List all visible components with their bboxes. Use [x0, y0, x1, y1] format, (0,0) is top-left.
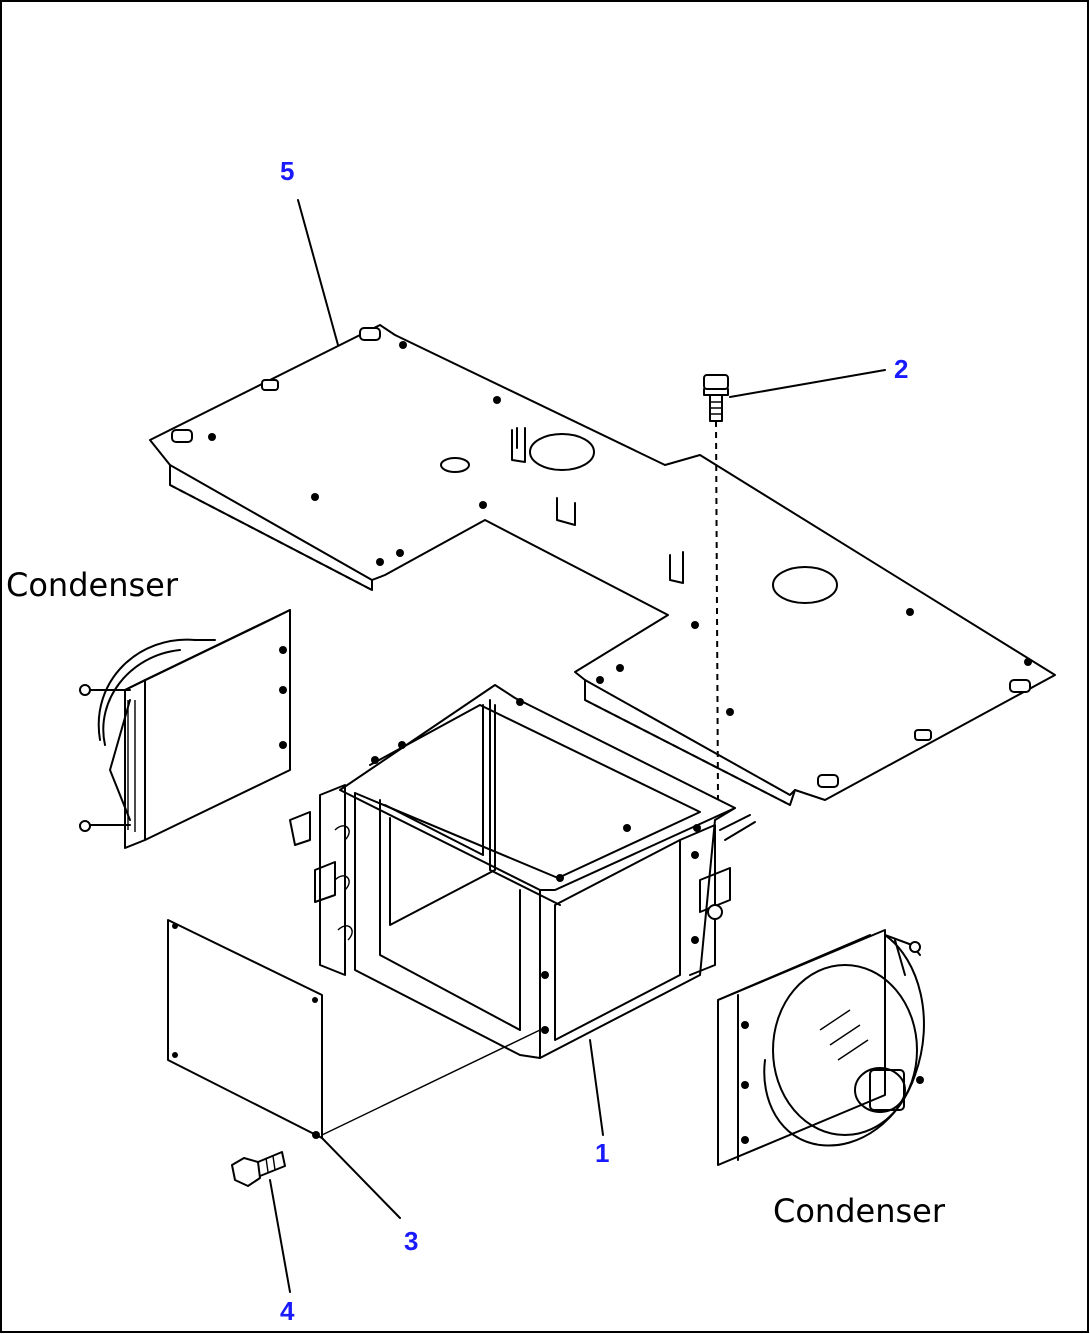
callout-2: 2: [894, 354, 908, 384]
callout-5: 5: [280, 156, 294, 186]
frame-box-part-1: [289, 684, 756, 1059]
floor-plate: [149, 324, 1056, 806]
bolt-part-4: [231, 1151, 286, 1187]
bolt-part-2: [703, 374, 729, 801]
label-condenser-left: Condenser: [6, 566, 179, 604]
condenser-left: [79, 609, 291, 849]
leader-3: [321, 1137, 401, 1219]
leader-1: [589, 1039, 604, 1136]
leader-4: [269, 1179, 291, 1293]
leader-5: [297, 199, 339, 346]
callout-4: 4: [280, 1296, 295, 1326]
leader-lines: [269, 199, 886, 1293]
callout-3: 3: [404, 1226, 418, 1256]
label-condenser-right: Condenser: [773, 1192, 946, 1230]
callout-1: 1: [595, 1138, 609, 1168]
condenser-right: [717, 929, 925, 1166]
leader-2: [729, 369, 886, 398]
